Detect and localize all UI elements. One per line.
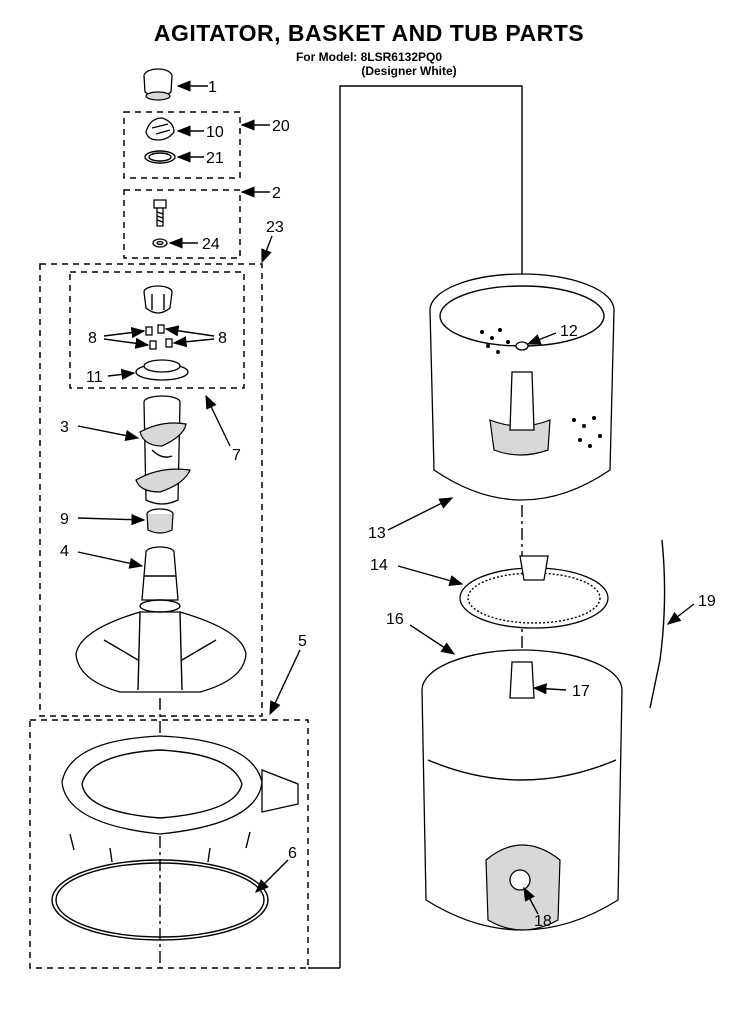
callout-8-left: 8 [88, 330, 97, 347]
o-ring-part [144, 150, 176, 164]
bolt-part [153, 199, 167, 227]
leader-8-left-a [103, 327, 146, 339]
callout-4: 4 [60, 543, 69, 560]
leader-7 [205, 394, 231, 447]
callout-7: 7 [232, 447, 241, 464]
callout-1: 1 [208, 79, 217, 96]
callout-19: 19 [698, 593, 716, 610]
leader-14 [397, 565, 464, 586]
drive-bell-part [146, 508, 174, 534]
callout-12: 12 [560, 323, 578, 340]
washer-part [152, 238, 168, 248]
leader-13 [387, 497, 454, 531]
group-box-2 [123, 189, 241, 259]
connector-line [339, 85, 523, 968]
callout-6: 6 [288, 845, 297, 862]
leader-17 [532, 683, 567, 695]
callout-2: 2 [272, 185, 281, 202]
diagram-title: AGITATOR, BASKET AND TUB PARTS [153, 20, 585, 46]
hose-part [649, 539, 666, 709]
agitator-cam-top-part [143, 285, 173, 314]
basket-drive-seal-part [459, 555, 609, 629]
callout-24: 24 [202, 236, 220, 253]
wash-basket-part [429, 273, 615, 501]
model-line: For Model: 8LSR6132PQ0 [295, 50, 443, 64]
group-box-20 [123, 111, 241, 179]
callout-3: 3 [60, 419, 69, 436]
callout-5: 5 [298, 633, 307, 650]
tub-gasket-part [51, 859, 269, 941]
outer-tub-part [421, 649, 623, 931]
leader-19 [666, 603, 695, 625]
agitator-dogs-part [145, 324, 173, 350]
leader-8-right-b [172, 336, 215, 348]
group-box-7 [69, 271, 245, 389]
leader-4 [77, 551, 144, 569]
callout-11: 11 [86, 369, 103, 386]
callout-8-right: 8 [218, 330, 227, 347]
cam-drive-part [135, 359, 189, 381]
color-line: (Designer White) [361, 64, 457, 78]
callout-14: 14 [370, 557, 388, 574]
leader-8-left-b [103, 337, 150, 349]
agitator-cap-part [143, 68, 173, 101]
group-box-23 [39, 263, 263, 717]
leader-6 [255, 859, 289, 893]
auger-part [135, 395, 191, 505]
leader-23 [261, 235, 273, 264]
leader-8-right-a [164, 325, 215, 337]
callout-16: 16 [386, 611, 404, 628]
leader-18 [523, 886, 539, 915]
callout-20: 20 [272, 118, 290, 135]
leader-9 [77, 514, 146, 526]
callout-10: 10 [206, 124, 224, 141]
cam-part [145, 117, 175, 141]
leader-12 [526, 332, 557, 345]
leader-5 [269, 649, 301, 716]
tub-ring-part [61, 735, 299, 863]
leader-16 [409, 624, 456, 655]
callout-23: 23 [266, 219, 284, 236]
leader-3 [77, 425, 140, 442]
callout-21: 21 [206, 150, 224, 167]
callout-9: 9 [60, 511, 69, 528]
group-box-5 [29, 719, 309, 969]
agitator-base-part [75, 546, 247, 693]
callout-18: 18 [534, 913, 552, 930]
callout-13: 13 [368, 525, 386, 542]
callout-17: 17 [572, 683, 590, 700]
leader-11 [107, 368, 136, 381]
